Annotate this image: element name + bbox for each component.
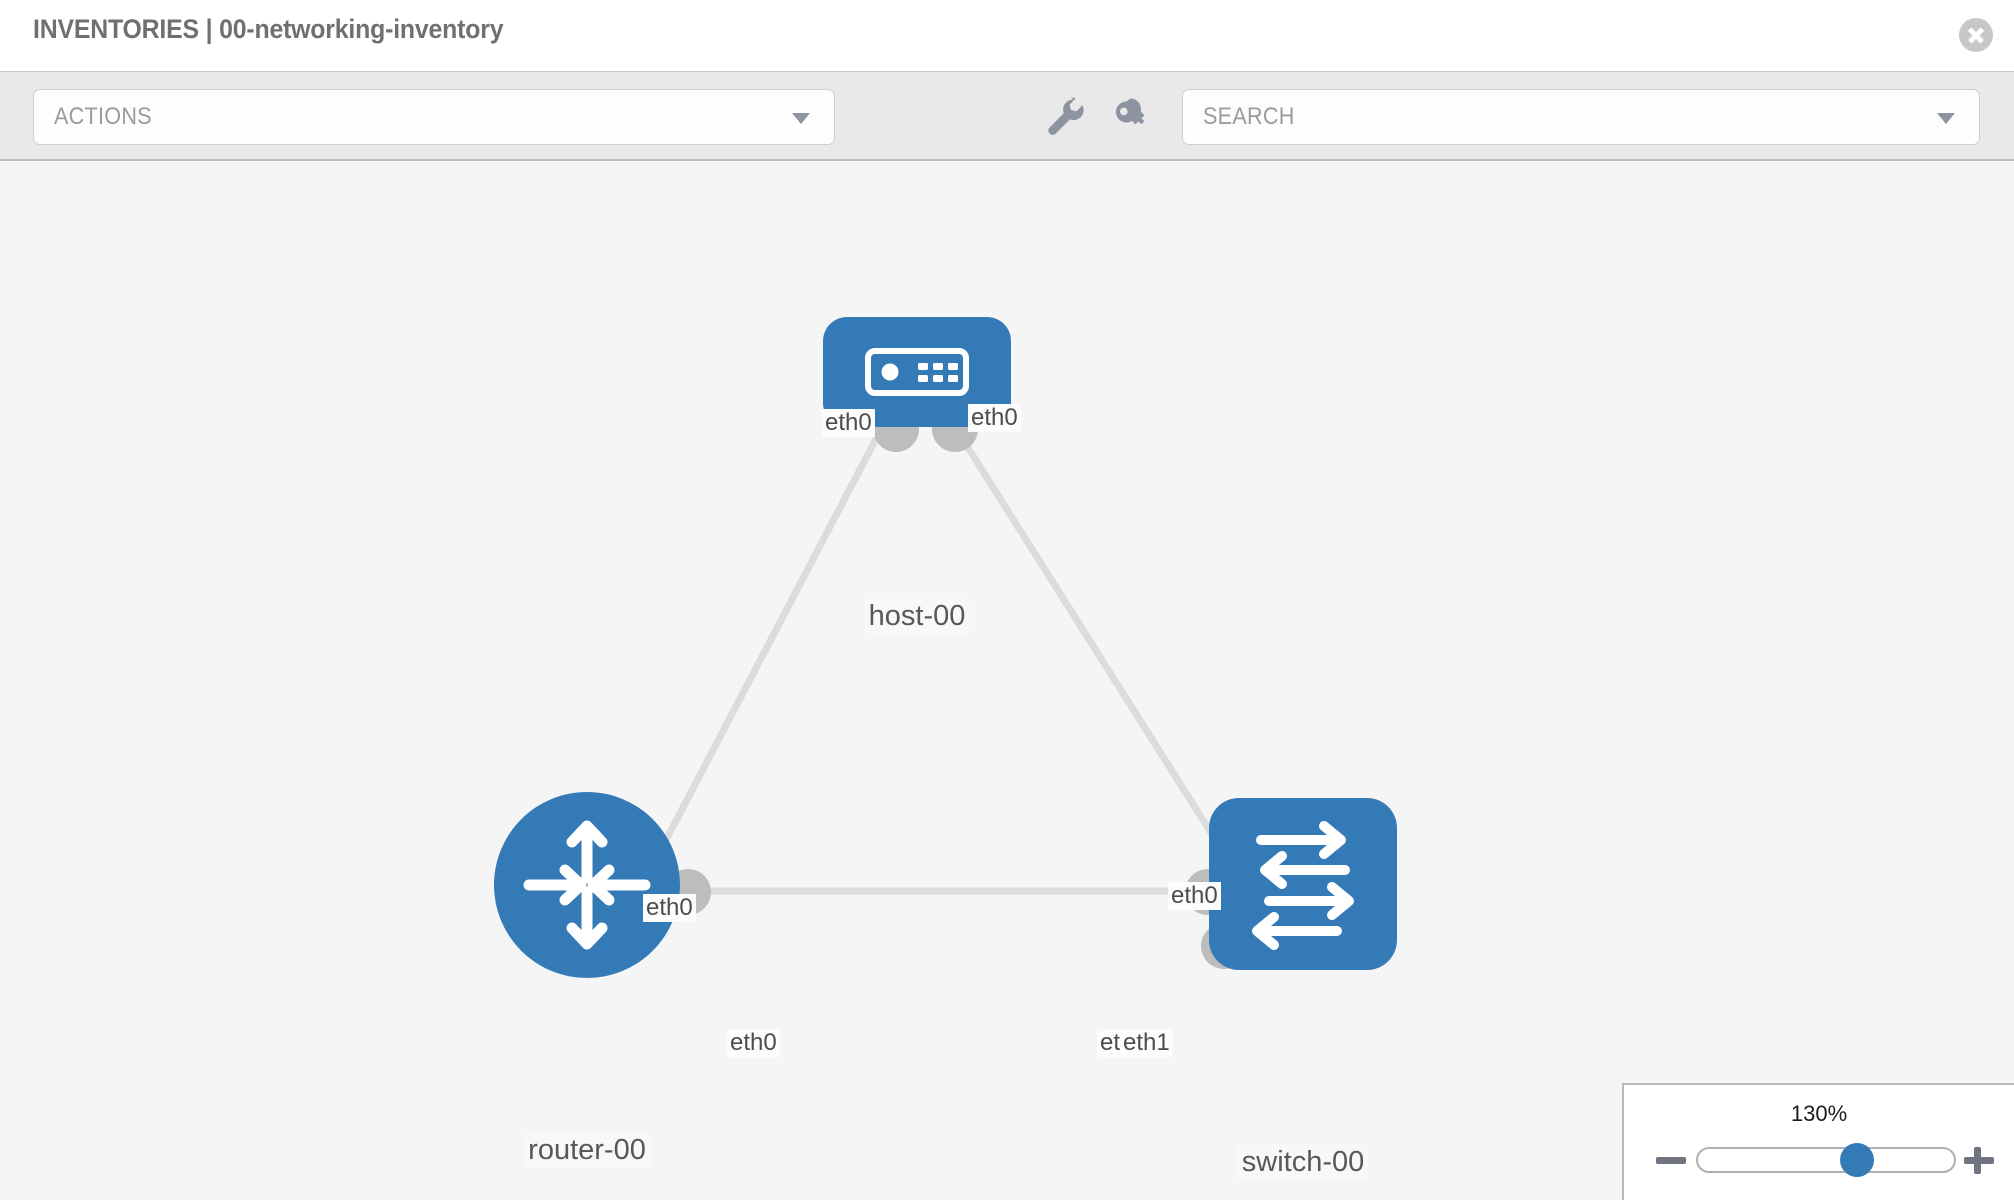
- edge-label-host-left: eth0: [822, 409, 875, 437]
- node-label-router-00: router-00: [524, 1133, 650, 1168]
- key-icon[interactable]: [1108, 93, 1156, 141]
- node-label-host-00: host-00: [864, 599, 970, 634]
- zoom-level-label: 130%: [1790, 1101, 1848, 1126]
- actions-dropdown-label: ACTIONS: [54, 103, 152, 130]
- topology-canvas[interactable]: host-00 rout: [0, 161, 2014, 1200]
- search-input[interactable]: SEARCH: [1182, 89, 1980, 145]
- chevron-down-icon: [792, 113, 810, 124]
- zoom-in-button[interactable]: [1962, 1143, 1996, 1177]
- edge-label-router-right: eth0: [727, 1029, 780, 1057]
- page-title: INVENTORIES | 00-networking-inventory: [33, 14, 504, 44]
- zoom-slider-thumb[interactable]: [1840, 1143, 1875, 1177]
- toolbar: ACTIONS SEARCH: [0, 71, 2014, 161]
- zoom-slider[interactable]: [1696, 1143, 1956, 1177]
- edge-label-host-right: eth0: [968, 404, 1021, 432]
- link-host-switch: [944, 412, 1236, 870]
- node-switch-00[interactable]: switch-00: [1209, 798, 1397, 1180]
- node-host-00[interactable]: host-00: [823, 317, 1011, 634]
- edge-label-switch-left: eth1: [1120, 1029, 1173, 1057]
- switch-node-shape: [1209, 798, 1397, 970]
- server-device-icon: [865, 348, 969, 396]
- chevron-down-icon: [1937, 113, 1955, 124]
- edge-label-router-upper: eth0: [643, 894, 696, 922]
- app-header: INVENTORIES | 00-networking-inventory: [0, 0, 2014, 71]
- router-node-shape: [494, 792, 680, 978]
- edge-label-switch-upper: eth0: [1168, 882, 1221, 910]
- node-label-switch-00: switch-00: [1237, 1145, 1369, 1180]
- zoom-slider-track[interactable]: [1696, 1147, 1956, 1173]
- zoom-out-button[interactable]: [1654, 1143, 1688, 1177]
- search-placeholder: SEARCH: [1203, 103, 1295, 130]
- link-host-router: [651, 412, 892, 865]
- node-router-00[interactable]: router-00: [494, 792, 680, 1168]
- router-four-arrows-icon: [523, 820, 651, 950]
- topology-links: [651, 412, 1236, 895]
- minus-icon: [1656, 1157, 1686, 1164]
- plus-icon-vertical: [1973, 1147, 1981, 1174]
- actions-dropdown[interactable]: ACTIONS: [33, 89, 835, 145]
- wrench-icon[interactable]: [1040, 93, 1088, 141]
- switch-arrows-icon: [1252, 821, 1354, 950]
- close-icon[interactable]: [1959, 18, 1993, 52]
- zoom-control-panel: 130%: [1622, 1083, 2014, 1200]
